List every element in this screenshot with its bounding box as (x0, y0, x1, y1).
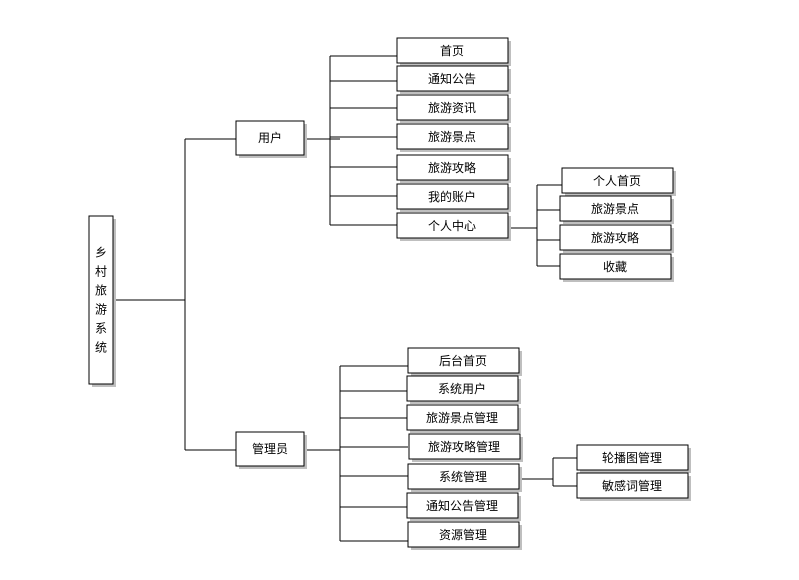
admin-child-label: 旅游攻略管理 (428, 439, 500, 454)
admin-child-node: 后台首页 (407, 347, 522, 376)
personal-center-node: 个人首页 (561, 167, 676, 196)
user-label: 用户 (258, 130, 282, 145)
personal-center-node: 旅游攻略 (559, 224, 674, 253)
system-manage-label: 敏感词管理 (602, 478, 662, 493)
user-child-node: 旅游攻略 (396, 154, 511, 183)
user-child-node: 旅游景点 (396, 123, 511, 152)
user-child-label: 旅游攻略 (428, 160, 476, 175)
root-box (88, 215, 114, 385)
connectors (113, 55, 577, 542)
personal-center-label: 旅游攻略 (591, 230, 639, 245)
user-children: 首页 通知公告 旅游资讯 旅游景点 旅游攻略 我的账户 (396, 37, 511, 241)
admin-children: 后台首页 系统用户 旅游景点管理 旅游攻略管理 系统管理 通知公告管理 (406, 347, 523, 550)
user-child-label: 通知公告 (428, 72, 476, 86)
root-node: 乡村旅游系统 (88, 215, 116, 387)
personal-center-label: 个人首页 (593, 174, 641, 188)
admin-child-node: 系统用户 (406, 375, 521, 404)
personal-center-label: 收藏 (603, 260, 627, 274)
user-child-label: 旅游景点 (428, 130, 476, 144)
admin-child-node: 旅游景点管理 (406, 404, 521, 433)
admin-child-node: 通知公告管理 (406, 492, 521, 521)
admin-child-label: 资源管理 (439, 527, 487, 542)
personal-center-label: 旅游景点 (591, 202, 639, 216)
root-label: 乡村旅游系统 (95, 246, 107, 355)
admin-child-node: 系统管理 (407, 463, 522, 492)
admin-child-node: 资源管理 (407, 521, 522, 550)
admin-child-label: 旅游景点管理 (426, 410, 498, 425)
admin-box (235, 431, 305, 467)
personal-center-children: 个人首页 旅游景点 旅游攻略 收藏 (559, 167, 676, 282)
system-manage-children: 轮播图管理 敏感词管理 (576, 444, 691, 501)
admin-node: 管理员 (235, 431, 307, 469)
admin-child-label: 系统用户 (438, 381, 486, 396)
user-child-label: 首页 (440, 44, 464, 58)
system-manage-node: 轮播图管理 (576, 444, 691, 473)
user-box (235, 120, 305, 156)
admin-child-label: 通知公告管理 (426, 498, 498, 513)
user-node: 用户 (235, 120, 307, 158)
admin-child-label: 系统管理 (439, 469, 487, 484)
user-child-node: 首页 (396, 37, 511, 66)
user-child-node: 通知公告 (396, 65, 511, 94)
personal-center-node: 旅游景点 (559, 195, 674, 224)
user-child-label: 个人中心 (428, 218, 476, 233)
personal-center-node: 收藏 (559, 253, 674, 282)
user-child-label: 旅游资讯 (428, 101, 476, 115)
user-child-node: 我的账户 (396, 183, 511, 212)
admin-label: 管理员 (252, 441, 288, 456)
admin-child-label: 后台首页 (439, 353, 487, 368)
user-child-node: 旅游资讯 (396, 94, 511, 123)
system-manage-label: 轮播图管理 (602, 450, 662, 465)
system-manage-node: 敏感词管理 (576, 472, 691, 501)
user-child-node: 个人中心 (396, 212, 511, 241)
user-child-label: 我的账户 (428, 189, 476, 204)
admin-child-node: 旅游攻略管理 (408, 433, 523, 462)
